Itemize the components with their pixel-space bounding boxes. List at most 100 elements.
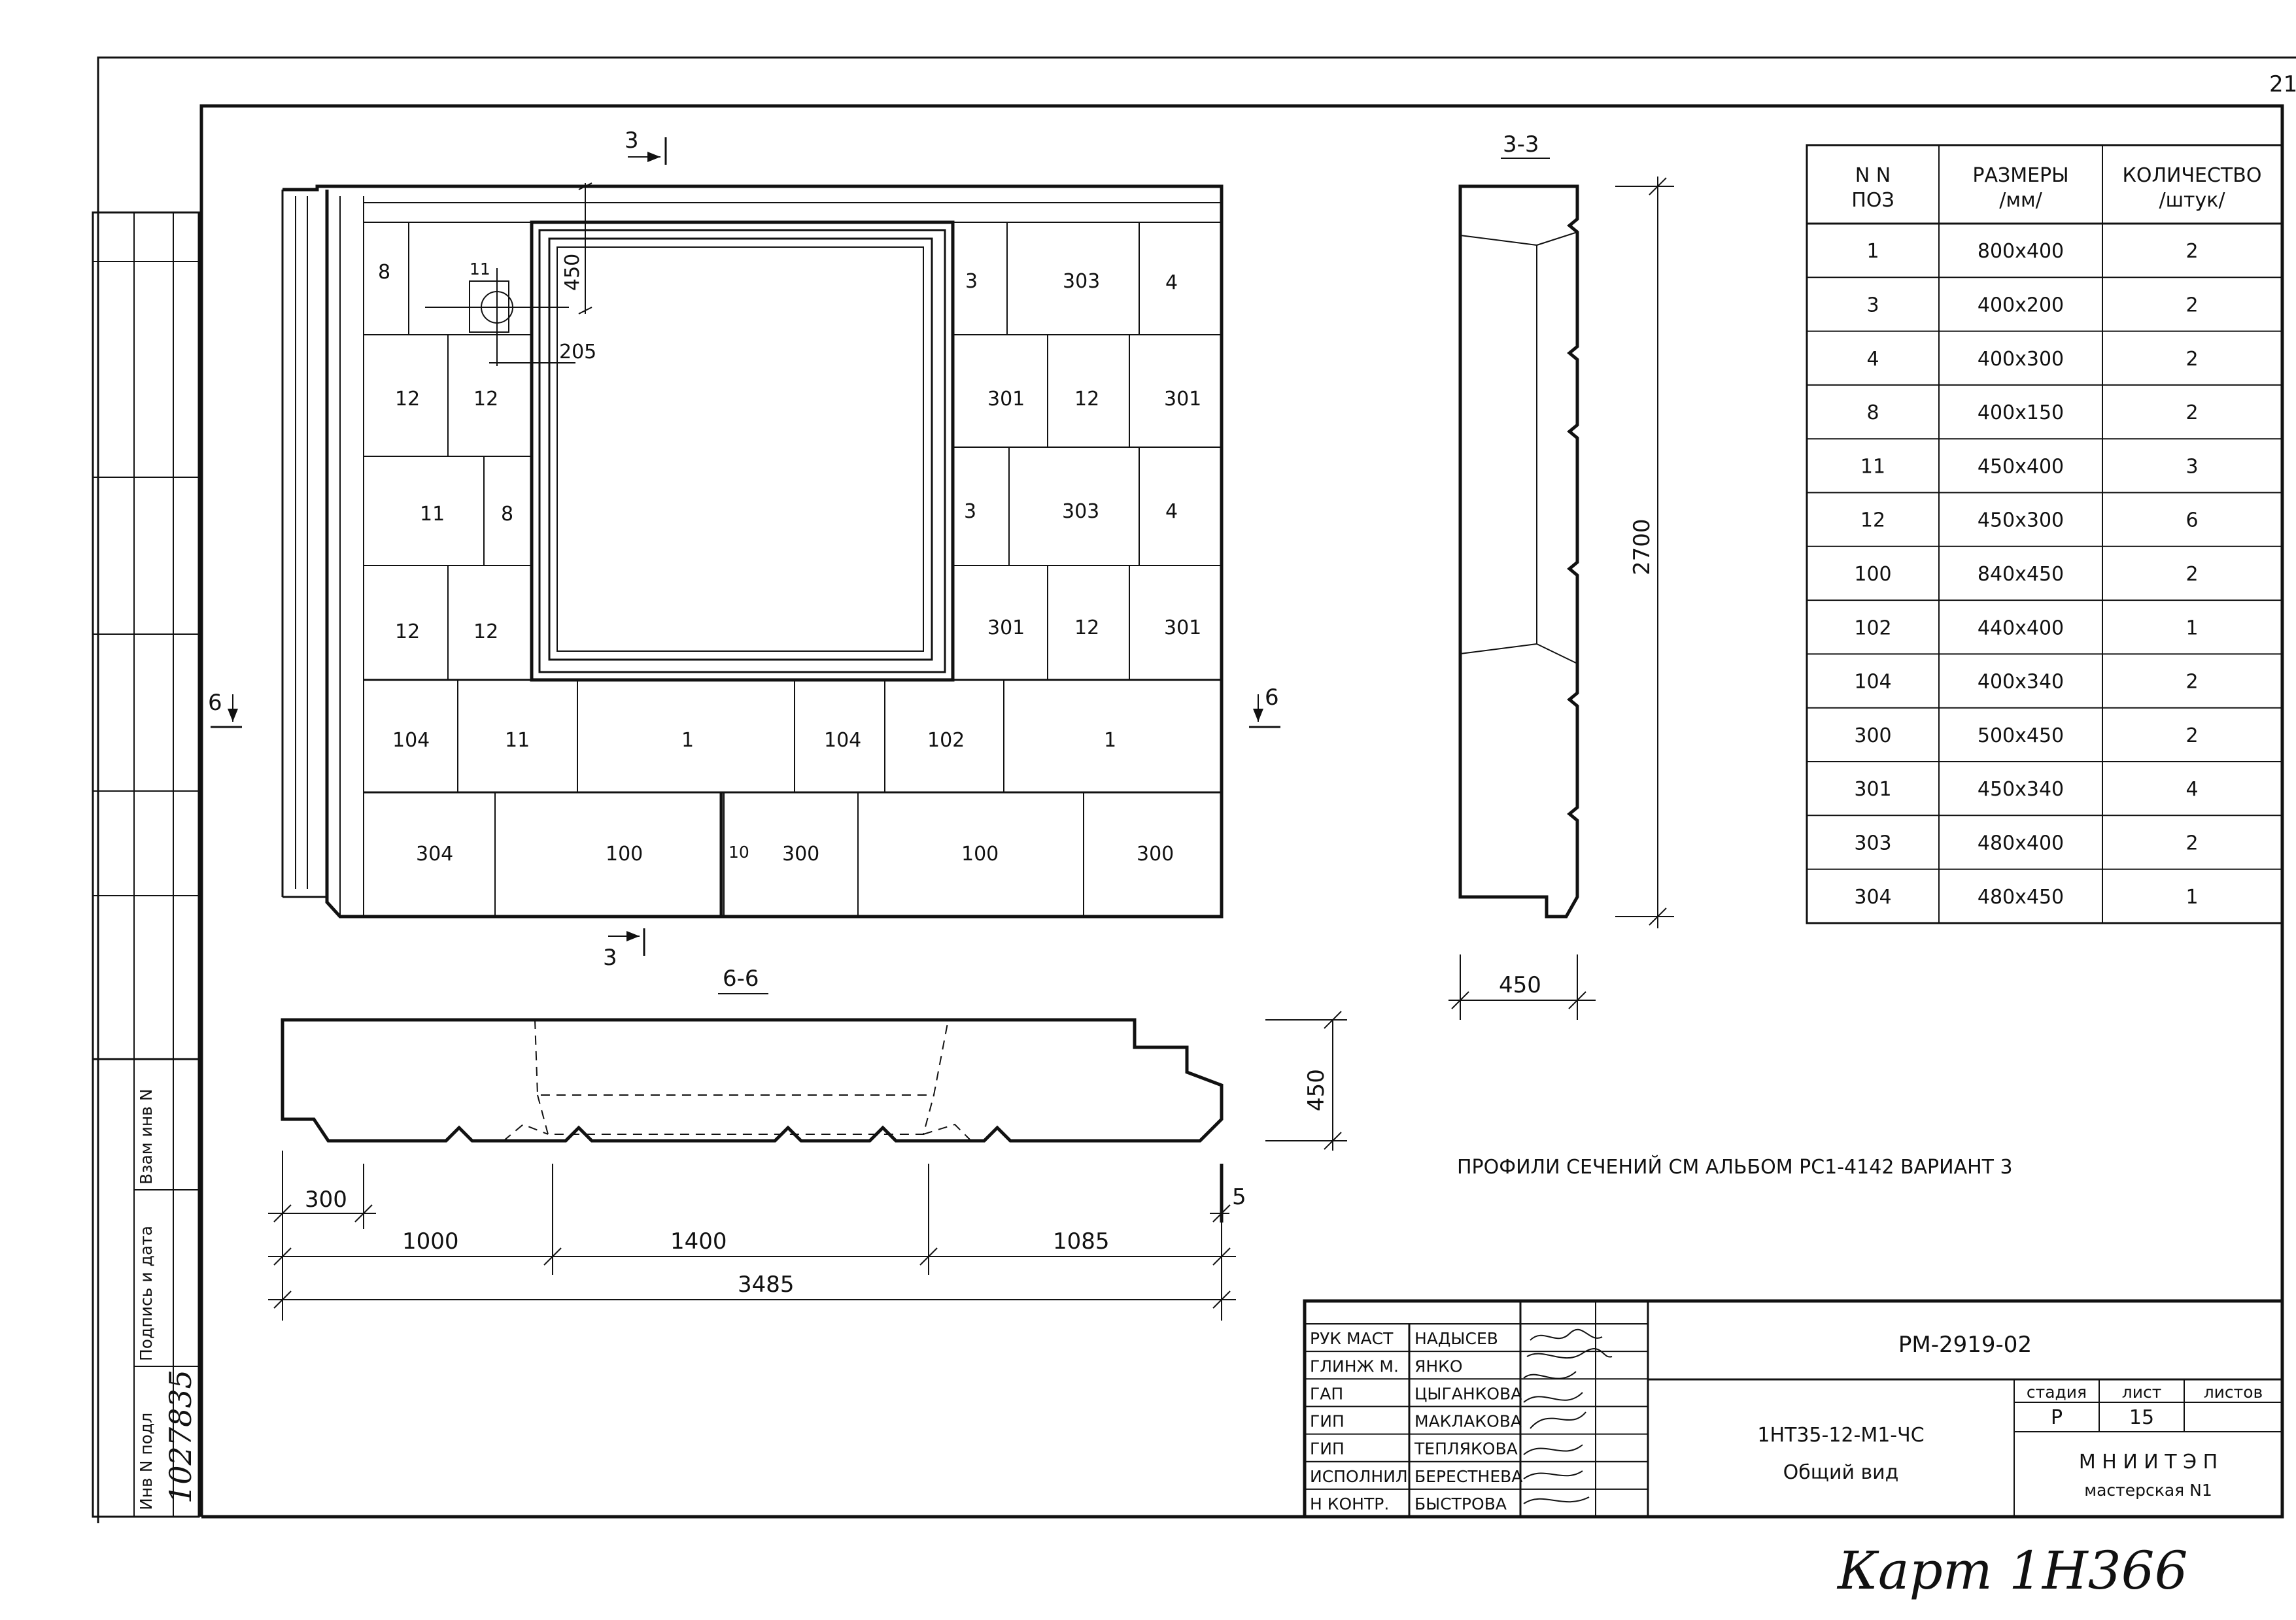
table-cell: 4 (2185, 778, 2198, 801)
header-size-line2: /мм/ (1999, 189, 2042, 212)
title-block-name: БЕРЕСТНЕВА (1414, 1467, 1522, 1486)
table-cell: 3 (2185, 455, 2198, 478)
section-33: 3-3 2700 450 (1448, 131, 1674, 1020)
signature-date-label: Подпись и дата (137, 1226, 156, 1361)
dim-450-section-label: 450 (1499, 972, 1541, 998)
drawing-title: Общий вид (1783, 1461, 1899, 1484)
table-cell: 2 (2185, 240, 2198, 263)
panel-label: 11 (470, 260, 490, 278)
panel-label: 12 (395, 388, 420, 411)
dim-450-label: 450 (561, 254, 584, 291)
title-block-role: ИСПОЛНИЛ (1310, 1467, 1408, 1486)
table-cell: 840х450 (1978, 563, 2064, 586)
dim-label: 5 (1232, 1184, 1246, 1210)
table-cell: 102 (1854, 616, 1891, 639)
table-cell: 450х300 (1978, 509, 2064, 532)
table-cell: 480х400 (1978, 832, 2064, 854)
title-block-role: РУК МАСТ (1310, 1329, 1394, 1348)
table-cell: 440х400 (1978, 616, 2064, 639)
panel-label: 4 (1165, 500, 1178, 523)
panel-label: 104 (392, 729, 430, 752)
panel-label: 100 (961, 843, 999, 866)
section-profile-note: ПРОФИЛИ СЕЧЕНИЙ СМ АЛЬБОМ РС1-4142 ВАРИА… (1457, 1155, 2013, 1179)
panel-label: 11 (505, 729, 530, 752)
org-unit: мастерская N1 (2084, 1481, 2212, 1500)
title-block-name: БЫСТРОВА (1414, 1494, 1507, 1513)
sheet-label: лист (2122, 1383, 2162, 1402)
section-33-title: 3-3 (1503, 131, 1539, 158)
dim-label: 3485 (738, 1272, 795, 1298)
panel-label: 8 (501, 503, 513, 526)
panel-label: 303 (1062, 500, 1099, 523)
header-pos-line1: N N (1855, 164, 1891, 187)
table-cell: 400х340 (1978, 671, 2064, 694)
panel-label: 10 (728, 843, 749, 862)
title-block-name: ЦЫГАНКОВА (1414, 1384, 1522, 1403)
section-66-title: 6-6 (723, 966, 759, 992)
table-cell: 3 (1866, 294, 1879, 316)
table-cell: 2 (2185, 724, 2198, 747)
dim-205-label: 205 (559, 341, 596, 363)
left-margin-stamp: Инв N подл Подпись и дата Взам инв N 102… (92, 211, 200, 1518)
table-cell: 2 (2185, 401, 2198, 424)
panel-label: 1 (681, 729, 694, 752)
table-cell: 6 (2185, 509, 2198, 532)
inv-number-handwritten: 1027835 (163, 1370, 198, 1504)
panel-label: 8 (378, 261, 390, 284)
table-cell: 2 (2185, 563, 2198, 586)
section-mark: 3 (625, 127, 639, 154)
table-cell: 2 (2185, 832, 2198, 854)
drawing-name: 1НТ35-12-М1-ЧС (1757, 1424, 1924, 1447)
table-cell: 301 (1854, 778, 1891, 801)
panel-label: 300 (1137, 843, 1174, 866)
panel-label: 100 (606, 843, 643, 866)
table-cell: 450х340 (1978, 778, 2064, 801)
section-66-markers: 6 6 (208, 684, 1280, 728)
title-block-role: ГЛИНЖ М. (1310, 1357, 1399, 1375)
title-block-role: Н КОНТР. (1310, 1494, 1389, 1513)
panel-label: 12 (1074, 616, 1099, 639)
panel-label: 301 (987, 616, 1025, 639)
panel-label: 301 (1164, 616, 1201, 639)
section-mark: 6 (208, 690, 222, 716)
panel-label: 4 (1165, 271, 1178, 294)
table-cell: 4 (1866, 348, 1879, 371)
panel-label: 102 (927, 729, 965, 752)
dim-label: 300 (305, 1187, 347, 1213)
panel-label: 11 (420, 503, 445, 526)
table-cell: 304 (1854, 886, 1891, 909)
title-block-name: ЯНКО (1414, 1357, 1463, 1375)
header-qty-line2: /штук/ (2159, 189, 2225, 212)
title-block-role: ГИП (1310, 1412, 1345, 1431)
dim-label: 1085 (1053, 1228, 1110, 1255)
front-elevation: 450 205 8 11 3 303 4 12 12 301 12 301 11… (208, 127, 1280, 971)
table-cell: 8 (1866, 401, 1879, 424)
panel-label: 12 (473, 620, 498, 643)
org-name: М Н И И Т Э П (2079, 1451, 2218, 1474)
table-cell: 400х150 (1978, 401, 2064, 424)
panel-label: 3 (964, 500, 976, 523)
table-cell: 100 (1854, 563, 1891, 586)
table-cell: 1 (1866, 240, 1879, 263)
page-number: 21 (2269, 71, 2296, 97)
table-cell: 300 (1854, 724, 1891, 747)
table-cell: 450х400 (1978, 455, 2064, 478)
table-cell: 12 (1860, 509, 1885, 532)
table-cell: 1 (2185, 886, 2198, 909)
panel-label: 104 (824, 729, 861, 752)
signatures (1523, 1328, 1613, 1504)
section-66: 6-6 450 300 1000 1400 1085 3485 5 (268, 966, 1347, 1321)
table-cell: 400х300 (1978, 348, 2064, 371)
dim-label: 1000 (402, 1228, 459, 1255)
sheet-value: 15 (2129, 1406, 2154, 1429)
table-cell: 480х450 (1978, 886, 2064, 909)
replacement-inv-label: Взам инв N (137, 1088, 156, 1185)
table-cell: 500х450 (1978, 724, 2064, 747)
handwritten-card-note: Карт 1Н366 (1836, 1540, 2187, 1601)
table-cell: 2 (2185, 294, 2198, 316)
section-33-markers: 3 3 (603, 127, 667, 971)
panel-label: 12 (395, 620, 420, 643)
